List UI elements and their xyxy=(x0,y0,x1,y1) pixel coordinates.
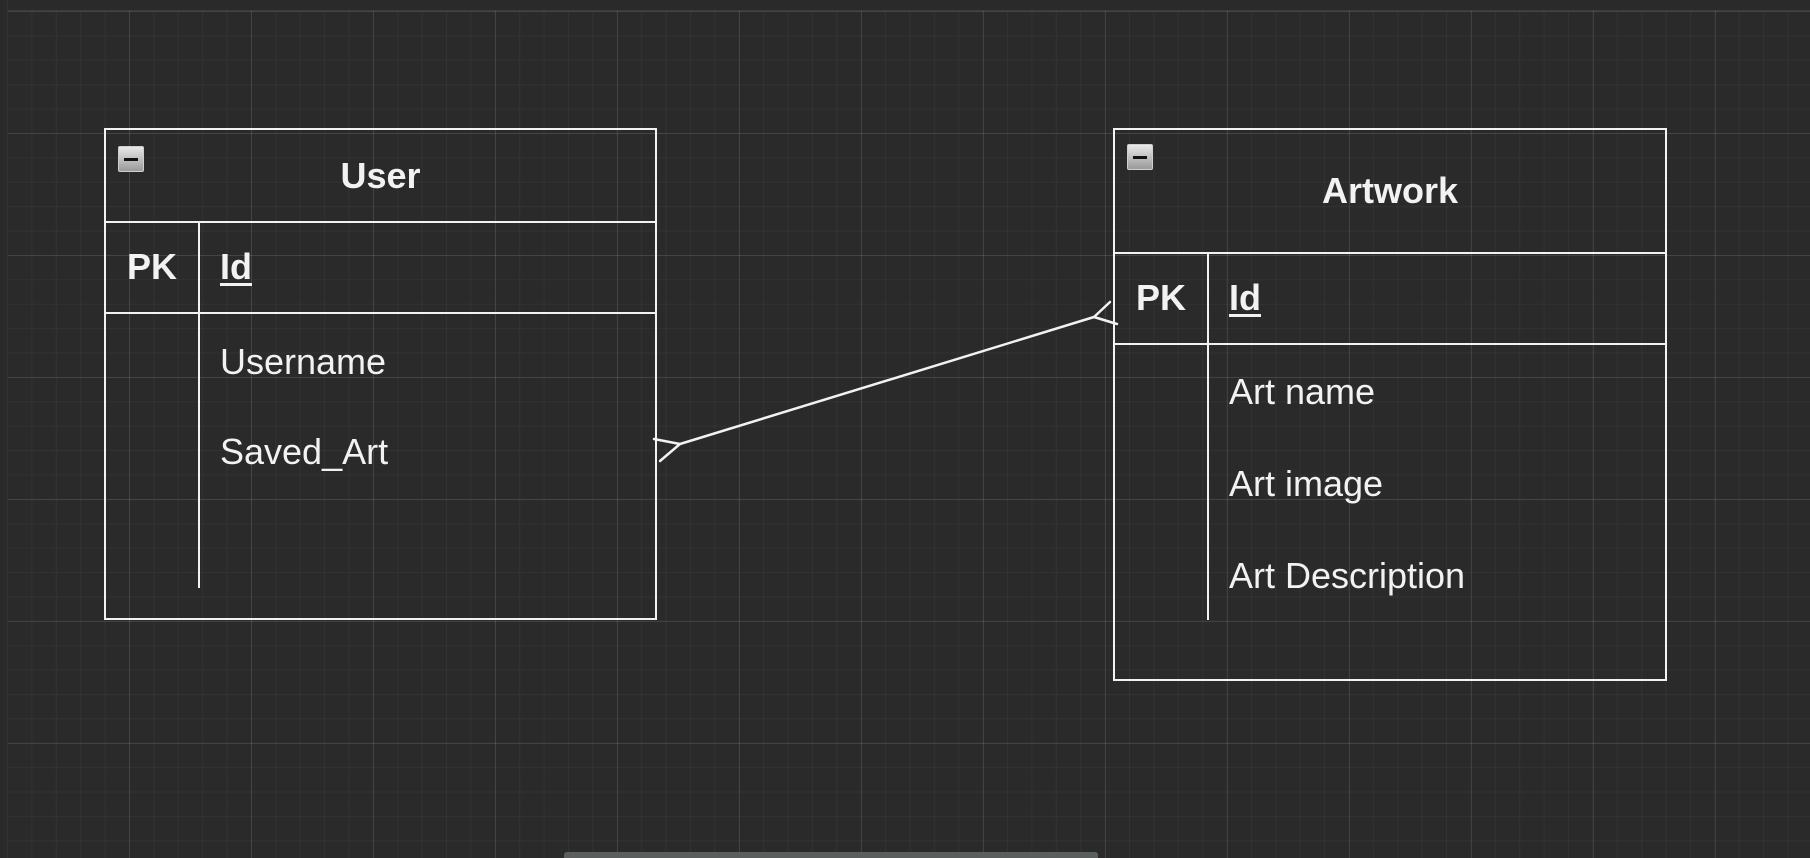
entity-user[interactable]: User PK Id Username Saved_Art xyxy=(104,128,657,620)
attribute[interactable]: Saved_Art xyxy=(220,431,389,472)
entity-title: Artwork xyxy=(1321,170,1459,211)
collapse-button[interactable] xyxy=(1127,144,1153,170)
top-border xyxy=(0,0,1810,11)
relationship-line xyxy=(678,315,1096,446)
pk-label: PK xyxy=(126,245,177,287)
left-border xyxy=(0,0,8,858)
entity-header: User xyxy=(106,130,655,223)
entity-header: Artwork xyxy=(1115,130,1665,254)
horizontal-scrollbar[interactable] xyxy=(564,852,1098,858)
entity-artwork[interactable]: Artwork PK Id Art name Art image Art Des… xyxy=(1113,128,1667,681)
attribute[interactable]: Art name xyxy=(1229,371,1376,412)
collapse-button[interactable] xyxy=(118,146,144,172)
crows-foot-user xyxy=(652,437,683,463)
entity-title: User xyxy=(340,154,421,196)
pk-row: PK Id xyxy=(106,221,655,314)
relationship-user-artwork[interactable] xyxy=(652,300,1119,463)
crows-foot-artwork xyxy=(1091,300,1119,326)
pk-field[interactable]: Id xyxy=(220,245,252,287)
attribute[interactable]: Art image xyxy=(1229,463,1384,504)
column-divider xyxy=(198,221,200,588)
pk-field[interactable]: Id xyxy=(1229,276,1261,318)
pk-label: PK xyxy=(1135,276,1186,318)
attribute[interactable]: Art Description xyxy=(1229,555,1466,596)
pk-row: PK Id xyxy=(1115,252,1665,345)
column-divider xyxy=(1207,252,1209,620)
attribute[interactable]: Username xyxy=(220,341,387,382)
